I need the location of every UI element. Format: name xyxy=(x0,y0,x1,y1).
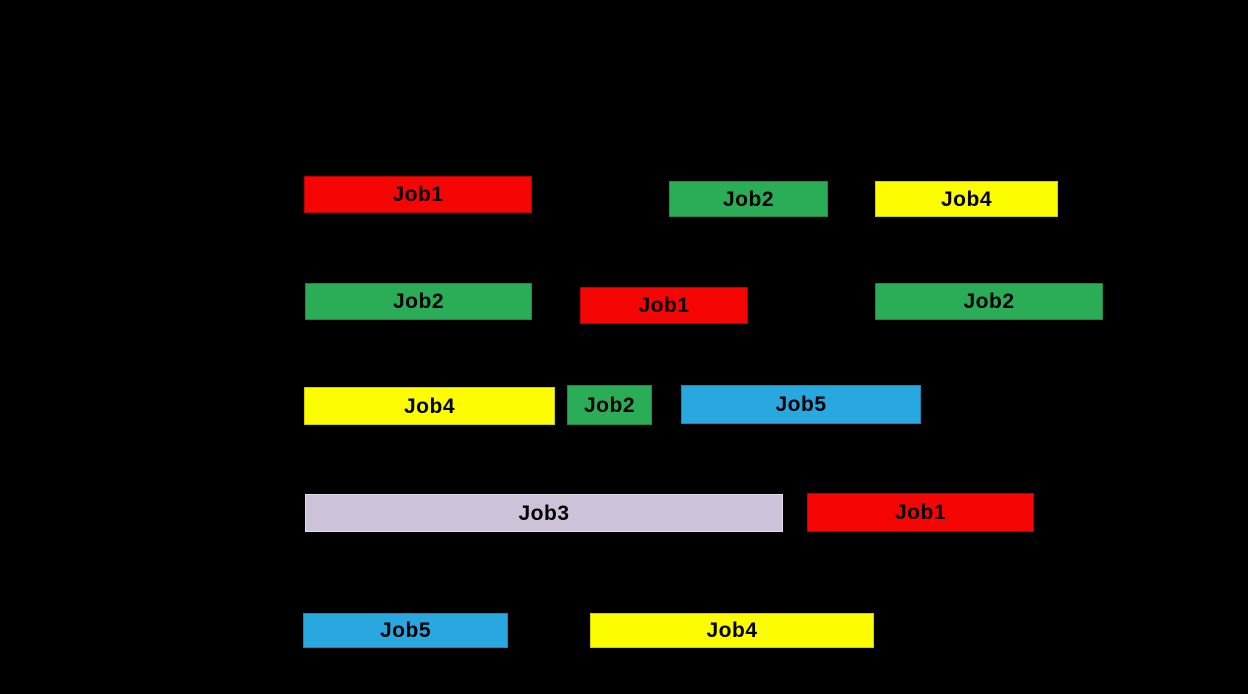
gantt-bar-label: Job1 xyxy=(392,183,444,206)
gantt-bar-label: Job4 xyxy=(403,394,455,418)
gantt-bar-job5-row3: Job5 xyxy=(681,385,921,424)
gantt-bar-job1-row4: Job1 xyxy=(807,493,1034,532)
gantt-bar-label: Job1 xyxy=(894,501,946,524)
gantt-bar-label: Job2 xyxy=(583,393,635,417)
gantt-bar-label: Job1 xyxy=(638,294,690,317)
gantt-bar-label: Job2 xyxy=(963,290,1015,313)
gantt-bar-job4-row5: Job4 xyxy=(590,613,874,648)
gantt-bar-job2-row1: Job2 xyxy=(669,181,828,217)
gantt-bar-label: Job5 xyxy=(775,393,827,416)
gantt-bar-job5-row5: Job5 xyxy=(303,613,508,648)
gantt-bar-job4-row3: Job4 xyxy=(304,387,555,425)
gantt-bar-label: Job5 xyxy=(379,619,431,642)
gantt-bar-job2-row3: Job2 xyxy=(567,385,652,425)
gantt-bar-job2-row2: Job2 xyxy=(875,283,1103,320)
gantt-bar-label: Job3 xyxy=(518,501,570,525)
gantt-bar-label: Job2 xyxy=(722,187,774,211)
gantt-bar-job2-row2: Job2 xyxy=(305,283,532,320)
gantt-bar-job1-row1: Job1 xyxy=(304,176,532,213)
gantt-bar-job4-row1: Job4 xyxy=(875,181,1058,217)
gantt-bar-job1-row2: Job1 xyxy=(580,287,748,324)
gantt-bar-label: Job2 xyxy=(392,290,444,313)
gantt-bar-job3-row4: Job3 xyxy=(305,494,783,532)
gantt-bar-label: Job4 xyxy=(706,619,758,642)
gantt-bar-label: Job4 xyxy=(940,187,992,211)
